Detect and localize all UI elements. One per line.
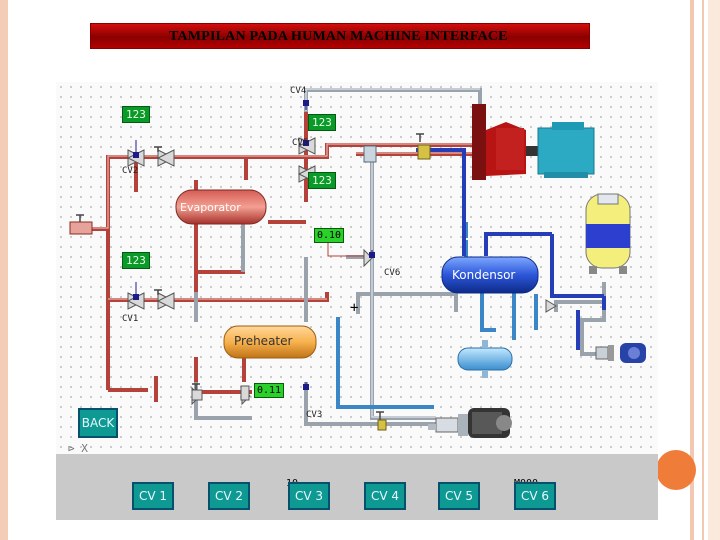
valve-label-cv5: CV5	[292, 138, 309, 148]
generator	[537, 122, 595, 178]
preheater-label: Preheater	[234, 334, 293, 348]
cv3-button[interactable]: CV 3	[288, 482, 330, 510]
cv2-button[interactable]: CV 2	[208, 482, 250, 510]
valve-label-cv4: CV4	[290, 86, 307, 96]
storage-tank	[457, 340, 513, 378]
slide-right-decoration	[690, 0, 694, 540]
cv5-button[interactable]: CV 5	[438, 482, 480, 510]
pump-right	[595, 343, 646, 363]
value-display: 0.11	[254, 383, 285, 398]
valve-label-cv3: CV3	[306, 410, 323, 420]
valve-label-cv1: CV1	[122, 314, 139, 324]
cold-pipes	[336, 222, 538, 409]
valve-label-cv6: CV6	[384, 268, 401, 278]
plus-mark: +	[350, 300, 359, 316]
value-display: 123	[308, 114, 336, 131]
cv6-button[interactable]: CV 6	[514, 482, 556, 510]
evaporator-label: Evaporator	[180, 201, 241, 214]
slide-right-decoration	[702, 0, 704, 540]
slide-left-decoration	[0, 0, 8, 540]
slide-right-decoration	[708, 0, 720, 540]
kondensor-label: Kondensor	[452, 268, 516, 282]
valve-label-cv2: CV2	[122, 166, 139, 176]
cv4-button[interactable]: CV 4	[364, 482, 406, 510]
slide-title: TAMPILAN PADA HUMAN MACHINE INTERFACE	[90, 23, 590, 49]
value-display: 123	[122, 252, 150, 269]
kondensor-tank	[441, 256, 539, 294]
control-panel: 10 M000 CV 1 CV 2 CV 3 CV 4 CV 5 CV 6	[56, 454, 658, 520]
preheater-tank	[223, 325, 317, 359]
slide-orange-circle	[656, 450, 696, 490]
back-button[interactable]: BACK	[78, 408, 118, 438]
evaporator-tank	[175, 189, 267, 225]
close-mark[interactable]: ⊳ X	[68, 442, 88, 455]
pump-bottom	[428, 408, 512, 438]
cv1-button[interactable]: CV 1	[132, 482, 174, 510]
turbine	[472, 104, 538, 180]
hmi-panel: 123 123 123 123 0.10 0.11 CV2 CV4 CV5 CV…	[56, 82, 658, 520]
value-display: 0.10	[314, 228, 345, 243]
gas-cylinder	[585, 193, 631, 274]
process-diagram	[69, 88, 646, 438]
value-display: 123	[122, 106, 150, 123]
value-display: 123	[308, 172, 336, 189]
